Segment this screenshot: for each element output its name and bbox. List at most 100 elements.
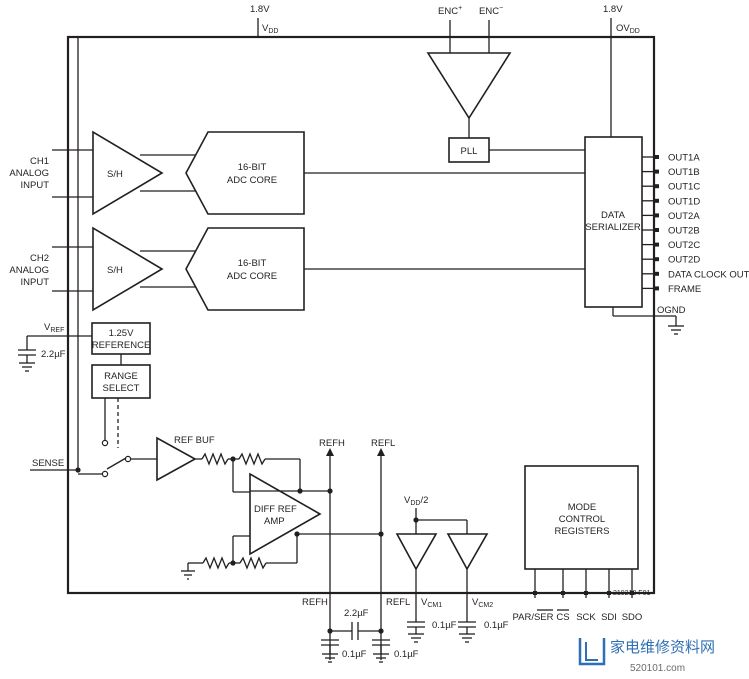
reference-label: REFERENCE xyxy=(92,340,151,351)
range-select-block xyxy=(91,364,151,399)
range-label: RANGE xyxy=(104,371,138,382)
channel-1: CH1 ANALOG INPUT S/H 16-BIT ADC CORE xyxy=(9,130,585,216)
enc-minus-label: ENC− xyxy=(479,5,503,17)
serializer-output-pin: OUT2A xyxy=(642,211,700,222)
select-label: SELECT xyxy=(103,383,140,394)
mode-control: MODE CONTROL REGISTERS xyxy=(524,465,639,570)
refh-pin-label: REFH xyxy=(302,597,328,608)
mode-pin: SDO xyxy=(622,569,643,623)
vdd-supply: 1.8V VDD xyxy=(250,4,278,37)
serializer-output-pin: OUT1A xyxy=(642,153,700,164)
diff-ref-label: DIFF REF xyxy=(254,504,297,515)
vdd-voltage: 1.8V xyxy=(250,4,270,15)
vcm2-cap-label: 0.1µF xyxy=(484,620,509,631)
serializer-label-1: DATA xyxy=(601,210,626,221)
refl-internal-label: REFL xyxy=(371,438,395,449)
mode-pin: PAR/SER xyxy=(512,569,554,623)
data-serializer: DATA SERIALIZER OGND xyxy=(584,136,686,335)
watermark-text: 家电维修资料网 xyxy=(610,638,715,656)
chip-outline xyxy=(66,35,656,595)
serializer-output-label: OUT1B xyxy=(668,167,700,178)
serializer-output-pin: OUT1B xyxy=(642,167,700,178)
mode-pin: SCK xyxy=(576,569,596,623)
watermark-logo-icon xyxy=(578,638,606,666)
vdd-label: VDD xyxy=(262,23,278,35)
serializer-output-label: OUT2B xyxy=(668,226,700,237)
serializer-output-label: FRAME xyxy=(668,284,701,295)
serializer-outputs: OUT1A OUT1B OUT1C OUT1D OUT2A OUT2B OUT2C OUT2D… xyxy=(642,153,749,295)
serializer-output-pin: FRAME xyxy=(642,284,701,295)
serializer-output-pin: DATA CLOCK OUT xyxy=(642,269,749,280)
ognd-label: OGND xyxy=(657,305,686,316)
vref-cap-label: 2.2µF xyxy=(41,349,66,360)
common-mode-section: VDD/2 VCM1 VCM2 0.1µF 0.1µF xyxy=(395,495,509,643)
ch2-label: CH2 xyxy=(30,253,49,264)
serializer-label-2: SERIALIZER xyxy=(585,222,641,233)
figure-code: 219210 F01 xyxy=(613,590,650,597)
watermark: 家电维修资料网 520101.com xyxy=(578,638,715,674)
serializer-output-label: OUT2D xyxy=(668,255,700,266)
serializer-output-pin: OUT1D xyxy=(642,196,700,207)
mode-label-3: REGISTERS xyxy=(555,526,610,537)
refh-cap-label: 0.1µF xyxy=(342,649,367,660)
vref-label: VREF xyxy=(44,322,64,334)
ch1-label: CH1 xyxy=(30,156,49,167)
sense-label: SENSE xyxy=(32,458,64,469)
vcm1-cap-label: 0.1µF xyxy=(432,620,457,631)
pll-label: PLL xyxy=(461,146,478,157)
ch1-adc-core-label: ADC CORE xyxy=(227,175,277,186)
ch1-input-label: INPUT xyxy=(21,180,50,191)
channel-2: CH2 ANALOG INPUT S/H 16-BIT ADC CORE xyxy=(9,226,585,312)
ovdd-voltage: 1.8V xyxy=(603,4,623,15)
ch2-adc-core-label: ADC CORE xyxy=(227,271,277,282)
vdd2-label: VDD/2 xyxy=(404,495,428,507)
ref-buf-label: REF BUF xyxy=(174,435,215,446)
serializer-output-pin: OUT2D xyxy=(642,255,700,266)
mode-pin-label: SCK xyxy=(576,612,596,623)
reference-block xyxy=(91,322,151,355)
refl-pin-label: REFL xyxy=(386,597,410,608)
mode-control-block xyxy=(524,465,639,570)
ch2-analog-label: ANALOG xyxy=(9,265,49,276)
ch2-input-label: INPUT xyxy=(21,277,50,288)
mode-label-2: CONTROL xyxy=(559,514,605,525)
mode-pin: SDI xyxy=(601,569,617,623)
ch1-adc-bits: 16-BIT xyxy=(238,162,267,173)
ch1-sample-hold xyxy=(92,130,164,216)
ref-cap-label: 2.2µF xyxy=(344,608,369,619)
vcm2-label: VCM2 xyxy=(472,597,493,609)
ch2-adc-core xyxy=(185,227,305,311)
ovdd-label: OVDD xyxy=(616,23,640,35)
reference-section: VREF 2.2µF 1.25V REFERENCE RANGE SELECT … xyxy=(18,37,419,663)
ovdd-supply: 1.8V OVDD xyxy=(603,4,640,137)
ch2-sh-label: S/H xyxy=(107,265,123,276)
refl-cap-label: 0.1µF xyxy=(394,649,419,660)
serializer-output-pin: OUT2C xyxy=(642,240,700,251)
diff-ref-amp xyxy=(249,472,322,556)
serializer-output-label: OUT1A xyxy=(668,153,700,164)
mode-label-1: MODE xyxy=(568,502,597,513)
serializer-block xyxy=(584,136,643,308)
ch2-adc-bits: 16-BIT xyxy=(238,258,267,269)
serializer-output-label: OUT2A xyxy=(668,211,700,222)
serializer-output-pin: OUT1C xyxy=(642,182,700,193)
encode-section: ENC+ ENC− PLL xyxy=(426,5,585,163)
mode-pin-label: SDI xyxy=(601,612,617,623)
serializer-output-label: DATA CLOCK OUT xyxy=(668,269,749,280)
ref-buffer xyxy=(156,436,197,482)
mode-pin-label: PAR/SER xyxy=(512,612,553,623)
ch2-sample-hold xyxy=(92,226,164,312)
clock-buffer xyxy=(426,52,512,120)
vcm2-buffer xyxy=(446,533,489,571)
watermark-url: 520101.com xyxy=(630,663,685,674)
mode-pin-label: SDO xyxy=(622,612,643,623)
ch1-adc-core xyxy=(185,131,305,215)
enc-plus-label: ENC+ xyxy=(438,5,462,17)
vcm1-label: VCM1 xyxy=(421,597,442,609)
vcm1-buffer xyxy=(395,533,438,571)
ch1-analog-label: ANALOG xyxy=(9,168,49,179)
serializer-output-pin: OUT2B xyxy=(642,226,700,237)
serializer-output-label: OUT2C xyxy=(668,240,700,251)
